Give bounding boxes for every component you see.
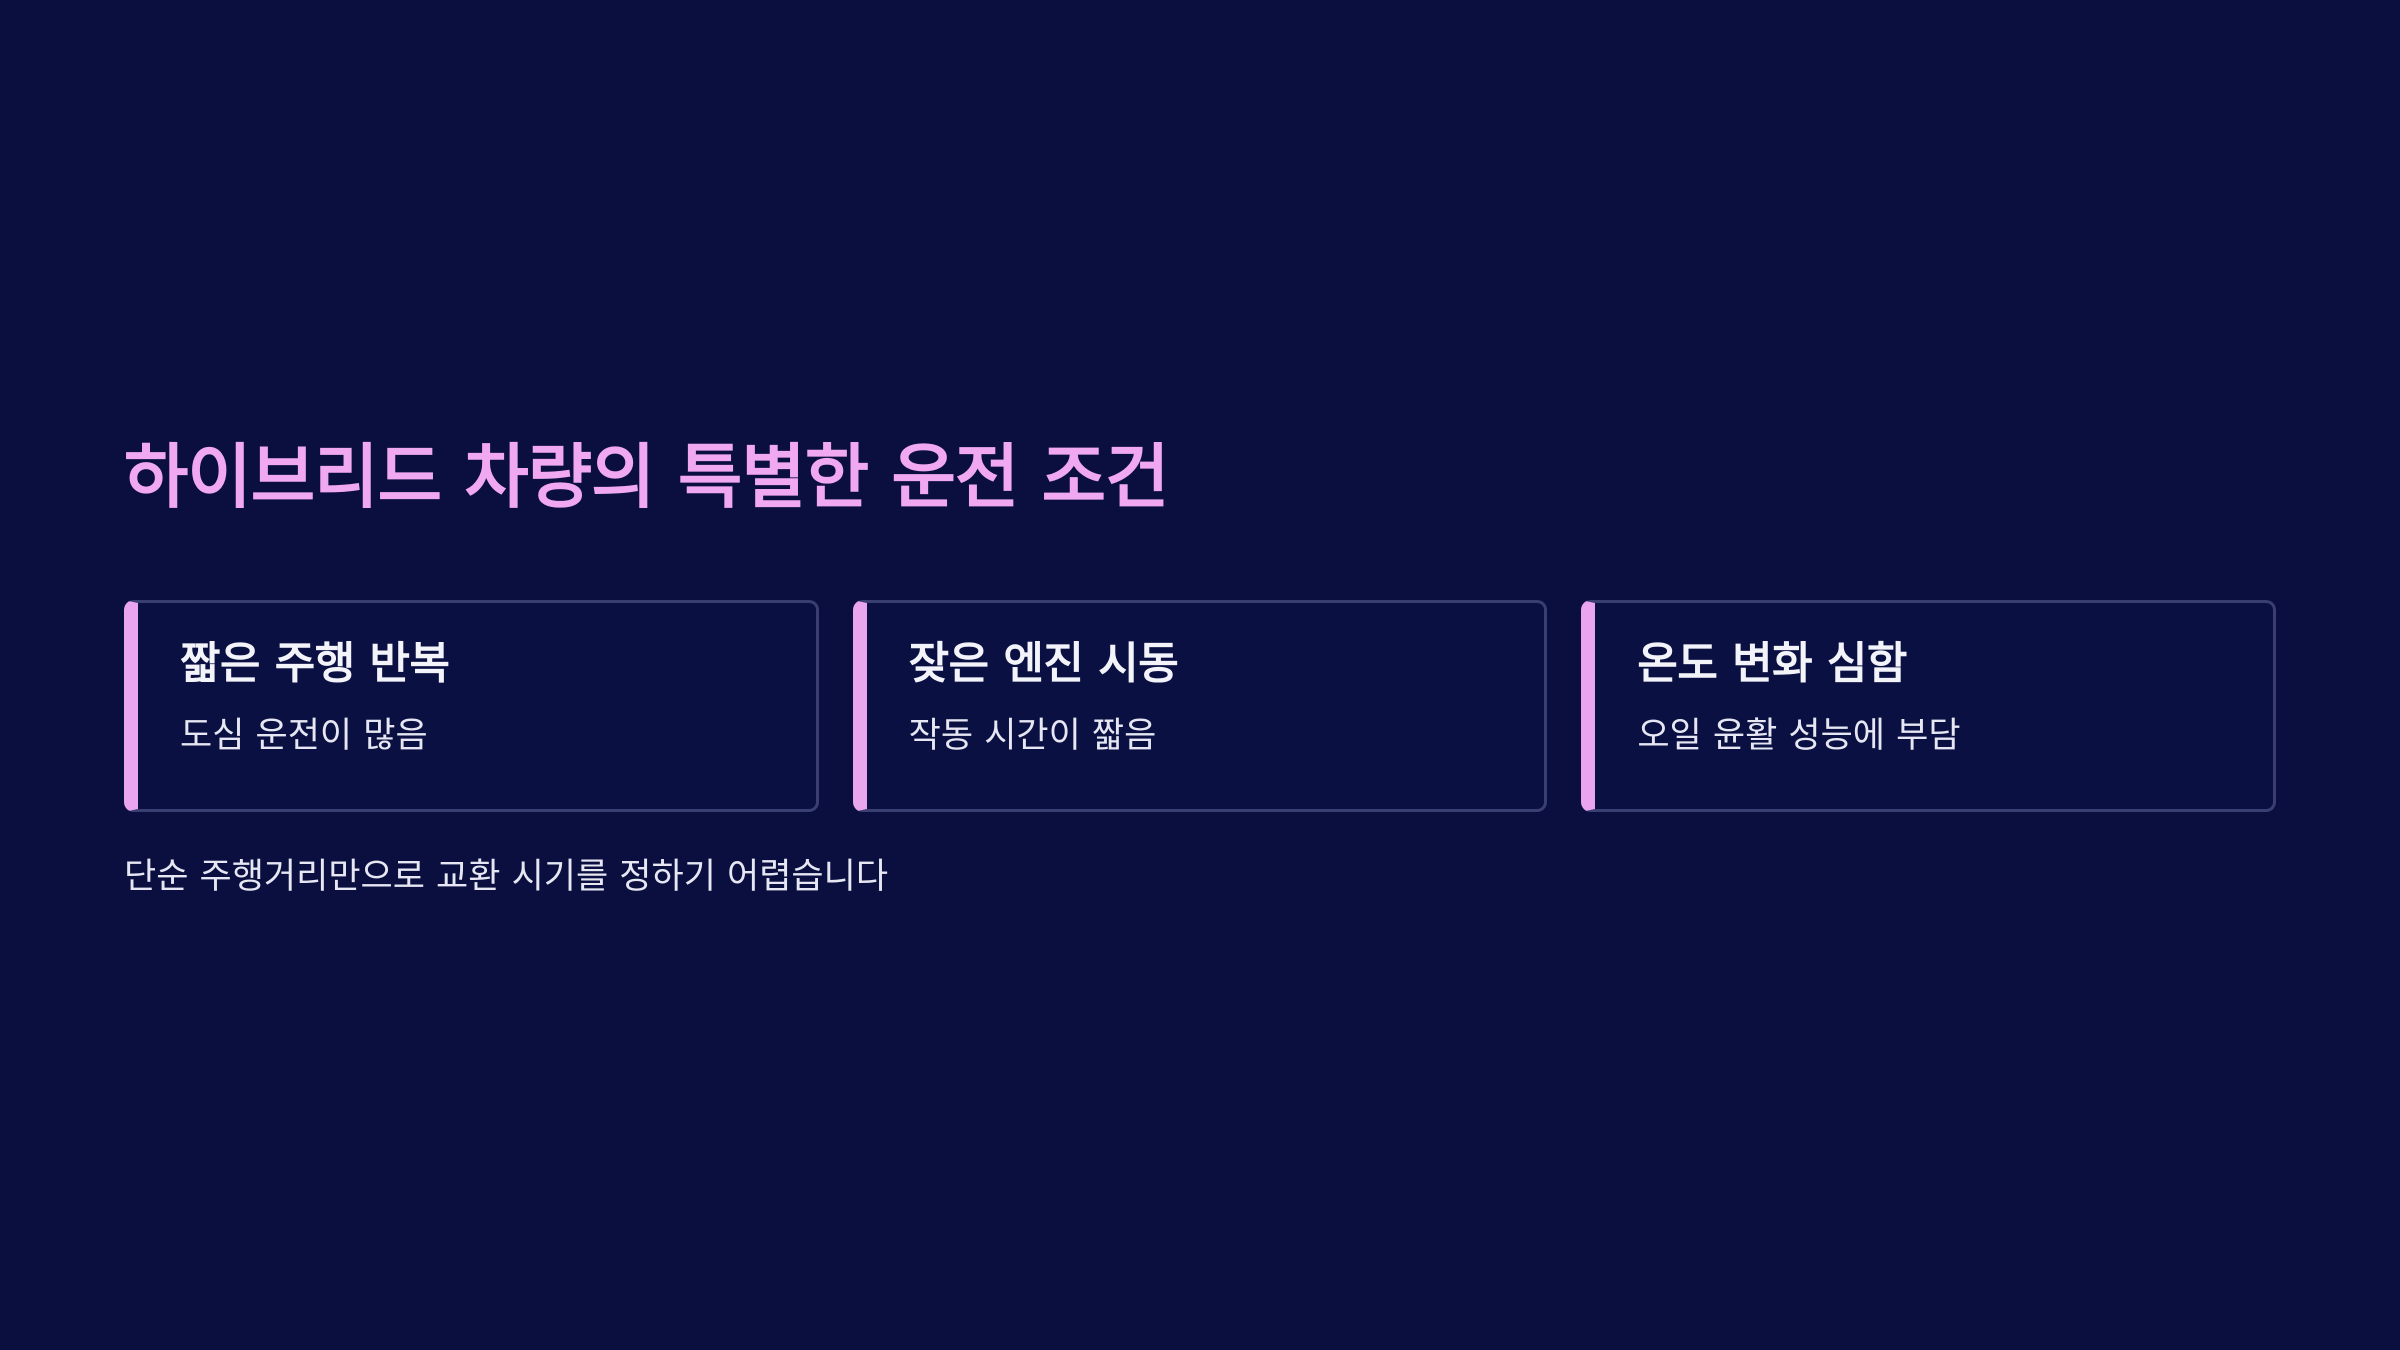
slide: 하이브리드 차량의 특별한 운전 조건 짧은 주행 반복 도심 운전이 많음 잦…	[124, 430, 2277, 897]
condition-card-short-trips: 짧은 주행 반복 도심 운전이 많음	[124, 600, 819, 812]
card-title: 잦은 엔진 시동	[908, 638, 1179, 689]
slide-title: 하이브리드 차량의 특별한 운전 조건	[124, 436, 1169, 518]
condition-card-frequent-starts: 잦은 엔진 시동 작동 시간이 짧음	[852, 600, 1548, 812]
card-description: 도심 운전이 많음	[180, 716, 428, 756]
condition-cards: 짧은 주행 반복 도심 운전이 많음 잦은 엔진 시동 작동 시간이 짧음 온도…	[124, 600, 2277, 812]
card-title: 짧은 주행 반복	[180, 638, 450, 689]
card-description: 오일 윤활 성능에 부담	[1637, 716, 1961, 756]
condition-card-temperature-change: 온도 변화 심함 오일 윤활 성능에 부담	[1581, 600, 2277, 812]
card-description: 작동 시간이 짧음	[908, 716, 1157, 756]
card-title: 온도 변화 심함	[1637, 638, 1907, 689]
slide-footnote: 단순 주행거리만으로 교환 시기를 정하기 어렵습니다	[124, 857, 889, 897]
